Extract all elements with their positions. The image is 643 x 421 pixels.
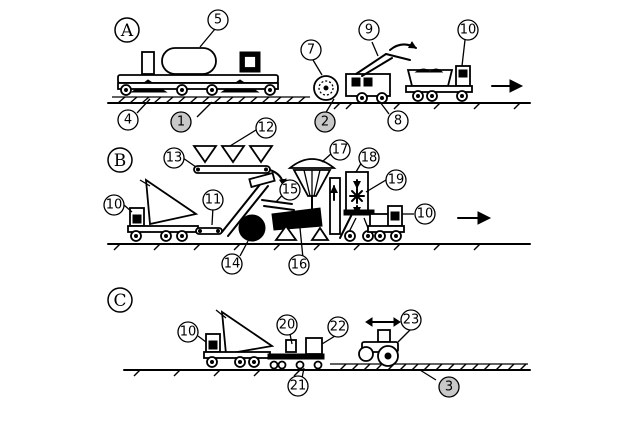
callout-10-c-text: 10 [417, 207, 434, 222]
callout-19-text: 19 [388, 173, 405, 188]
callout-11-text: 11 [205, 193, 222, 208]
callout-20-text: 20 [279, 318, 296, 333]
callout-7-text: 7 [307, 43, 315, 58]
callouts: 1 2 3 4 5 7 8 9 10 10 10 10 11 12 13 14 … [103, 9, 479, 398]
feeder-11 [195, 227, 223, 235]
direction-arrow-b [457, 211, 492, 225]
callout-10-d: 10 [177, 321, 199, 343]
milling-drum-7 [313, 75, 339, 101]
machine-5-train [117, 47, 279, 96]
callout-14: 14 [221, 253, 243, 275]
callout-3: 3 [438, 376, 460, 398]
callout-19: 19 [385, 169, 407, 191]
callout-17-text: 17 [332, 143, 349, 158]
callout-1-text: 1 [177, 115, 185, 130]
callout-7: 7 [300, 39, 322, 61]
roller-23 [358, 317, 401, 367]
callout-9-text: 9 [365, 23, 373, 38]
callout-5-text: 5 [214, 13, 222, 28]
screen-15 [261, 199, 295, 211]
section-label-b-text: B [114, 151, 127, 171]
callout-16: 16 [288, 254, 310, 276]
callout-8: 8 [387, 110, 409, 132]
section-label-b: B [107, 147, 133, 173]
callout-12-text: 12 [258, 121, 275, 136]
truck-10-c [203, 309, 275, 368]
callout-2: 2 [314, 111, 336, 133]
callout-2-text: 2 [321, 115, 329, 130]
callout-10-d-text: 10 [180, 325, 197, 340]
direction-arrow-a [491, 79, 524, 93]
callout-9: 9 [358, 19, 380, 41]
section-labels: A B C [107, 17, 140, 313]
section-label-c-text: C [113, 291, 126, 311]
truck-10-a [405, 65, 473, 102]
callout-1: 1 [170, 111, 192, 133]
truck-10-b-right [367, 205, 405, 242]
callout-5: 5 [207, 9, 229, 31]
drum-14 [238, 214, 266, 242]
section-label-c: C [107, 287, 133, 313]
callout-4-text: 4 [124, 113, 132, 128]
callout-10-b-text: 10 [106, 198, 123, 213]
callout-22: 22 [327, 316, 349, 338]
callout-17: 17 [329, 139, 351, 161]
callout-10-c: 10 [414, 203, 436, 225]
callout-21: 21 [287, 375, 309, 397]
callout-13-text: 13 [166, 151, 183, 166]
callout-15-text: 15 [282, 183, 299, 198]
callout-21-text: 21 [290, 379, 307, 394]
callout-12: 12 [255, 117, 277, 139]
callout-4: 4 [117, 109, 139, 131]
callout-22-text: 22 [330, 320, 347, 335]
row-c [123, 309, 531, 381]
callout-8-text: 8 [394, 114, 402, 129]
row-a [107, 28, 531, 118]
callout-18: 18 [358, 147, 380, 169]
callout-3-text: 3 [445, 380, 453, 395]
callout-23-text: 23 [403, 313, 420, 328]
road-a [107, 96, 531, 110]
section-label-a: A [114, 17, 140, 43]
callout-20: 20 [276, 314, 298, 336]
mixer-16 [271, 207, 330, 241]
callout-10-b: 10 [103, 194, 125, 216]
callout-14-text: 14 [224, 257, 241, 272]
milling-machine-8-9 [345, 41, 417, 104]
road-b [107, 243, 531, 251]
callout-23: 23 [400, 309, 422, 331]
paver-20-22 [267, 337, 325, 370]
section-label-a-text: A [120, 21, 134, 41]
callout-10-a-text: 10 [460, 23, 477, 38]
stockpiles-12 [192, 145, 274, 164]
road-c [123, 363, 531, 377]
callout-16-text: 16 [291, 258, 308, 273]
callout-13: 13 [163, 147, 185, 169]
inclined-conveyor [221, 171, 276, 237]
row-b [107, 129, 531, 259]
truck-10-b-left [127, 178, 199, 242]
callout-10-a: 10 [457, 19, 479, 41]
callout-15: 15 [279, 179, 301, 201]
callout-11: 11 [202, 189, 224, 211]
callout-18-text: 18 [361, 151, 378, 166]
